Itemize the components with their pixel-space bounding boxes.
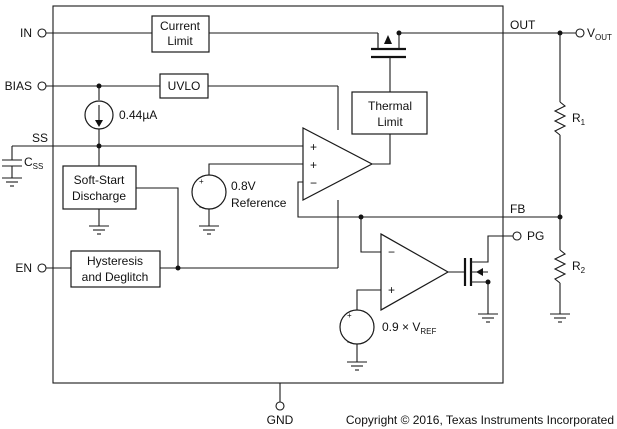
current-source: 0.44µA xyxy=(84,100,157,166)
pin-in-terminal xyxy=(37,28,47,38)
pass-transistor xyxy=(371,30,406,92)
uvlo-label: UVLO xyxy=(168,79,201,93)
pin-bias: BIAS xyxy=(5,79,47,93)
current-source-label: 0.44µA xyxy=(119,108,157,122)
soft-start-discharge-block: Soft-Start Discharge xyxy=(62,165,179,268)
ss-path xyxy=(2,145,303,187)
reference-label-2: Reference xyxy=(231,196,287,210)
current-limit-label-1: Current xyxy=(160,19,201,33)
thermal-limit-block: Thermal Limit xyxy=(351,91,428,135)
en-path xyxy=(46,200,339,271)
pg-comparator: − + xyxy=(380,232,465,312)
fb-path xyxy=(297,181,560,253)
ea-minus: − xyxy=(310,176,317,190)
soft-start-label-2: Discharge xyxy=(72,189,126,203)
pin-gnd-label: GND xyxy=(267,413,294,427)
pin-ss-label: SS xyxy=(32,131,48,145)
pass-fet-arrow xyxy=(384,35,392,44)
pg-comp-minus: − xyxy=(388,245,395,259)
pg-reference-source: + − 0.9 × VREF xyxy=(339,289,436,371)
pg-comp-plus: + xyxy=(388,283,395,297)
pgref-minus: − xyxy=(347,338,352,347)
thermal-limit-label-2: Limit xyxy=(377,115,403,129)
soft-start-label-1: Soft-Start xyxy=(74,173,125,187)
pin-pg-terminal xyxy=(512,231,522,241)
current-limit-block: Current Limit xyxy=(151,15,210,53)
pin-en-label: EN xyxy=(15,261,32,275)
reference-label-1: 0.8V xyxy=(231,179,256,193)
chip-boundary xyxy=(52,5,504,384)
out-path xyxy=(399,30,576,323)
hysteresis-label-1: Hysteresis xyxy=(87,254,143,268)
hysteresis-label-2: and Deglitch xyxy=(82,270,149,284)
resistor-r2 xyxy=(553,249,567,284)
pin-in-label: IN xyxy=(20,26,32,40)
bias-path xyxy=(46,83,339,130)
pgref-plus: + xyxy=(347,311,352,320)
ref-minus: − xyxy=(199,203,204,212)
ea-plus-1: + xyxy=(310,140,317,154)
css-label: CSS xyxy=(24,155,43,171)
pin-in: IN xyxy=(20,26,47,40)
r2-label: R2 xyxy=(572,259,586,275)
pin-vout-terminal xyxy=(575,28,585,38)
reference-source: + − 0.8V Reference xyxy=(191,163,303,235)
pin-bias-terminal xyxy=(37,81,47,91)
hysteresis-block: Hysteresis and Deglitch xyxy=(70,250,161,288)
in-path xyxy=(46,32,379,49)
pg-transistor xyxy=(463,235,513,323)
current-limit-label-2: Limit xyxy=(167,34,193,48)
error-amplifier: + + − xyxy=(302,127,391,201)
ref-plus: + xyxy=(199,177,204,186)
r1-label: R1 xyxy=(572,111,586,127)
pg-reference-label: 0.9 × VREF xyxy=(382,320,436,336)
resistor-r1 xyxy=(553,101,567,136)
copyright-text: Copyright © 2016, Texas Instruments Inco… xyxy=(346,413,614,427)
pin-fb-label: FB xyxy=(510,202,525,216)
pin-out-label: OUT xyxy=(510,18,536,32)
pin-bias-label: BIAS xyxy=(5,79,32,93)
pin-pg-label: PG xyxy=(527,229,544,243)
uvlo-block: UVLO xyxy=(159,73,209,99)
vout-label: VOUT xyxy=(587,26,612,42)
pin-gnd-terminal xyxy=(275,401,285,411)
ea-plus-2: + xyxy=(310,158,317,172)
pin-en: EN xyxy=(15,261,47,275)
thermal-limit-label-1: Thermal xyxy=(368,99,412,113)
pin-en-terminal xyxy=(37,263,47,273)
